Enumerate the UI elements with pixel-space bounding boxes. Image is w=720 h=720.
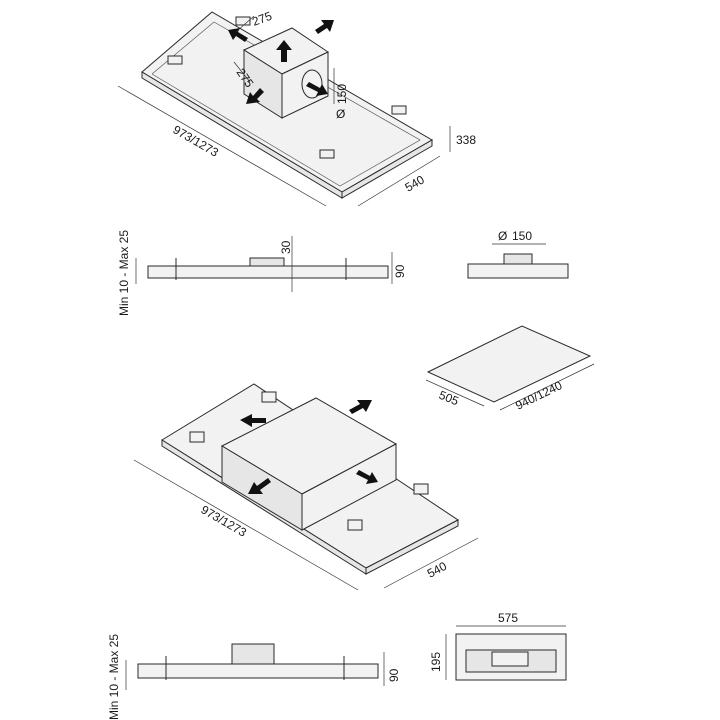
dim-height: 90 <box>393 264 407 278</box>
mounting-bracket <box>413 483 429 495</box>
dim-line <box>383 537 479 589</box>
hood-end-profile <box>467 263 569 279</box>
hood-side-profile <box>147 265 389 279</box>
dim-spigot-diameter: 150 <box>512 229 532 243</box>
dim-adjustment: Min 10 - Max 25 <box>107 634 121 720</box>
hood-side-profile <box>137 663 379 679</box>
housing-side <box>301 443 397 531</box>
dim-height: 195 <box>429 652 443 672</box>
cutout-plate <box>426 325 592 403</box>
dim-length: 973/1273 <box>199 502 250 539</box>
mounting-bracket <box>167 55 183 65</box>
dim-line <box>233 61 251 83</box>
dim-adjustment: Min 10 - Max 25 <box>117 230 131 316</box>
top-isometric-view: 275 275 150 Ø 338 973/1273 540 <box>117 9 476 207</box>
dim-height: 90 <box>387 668 401 682</box>
mounting-bracket <box>391 105 407 115</box>
dim-depth: 540 <box>403 172 428 194</box>
mounting-bracket <box>347 519 363 531</box>
airflow-arrow-icon <box>349 400 372 414</box>
dim-line <box>235 15 255 33</box>
dim-offset: 30 <box>279 240 293 254</box>
dim-cutout-depth: 505 <box>437 388 461 409</box>
dim-line <box>117 85 327 207</box>
dim-height: 338 <box>456 133 476 147</box>
dim-spigot-width: 275 <box>250 9 274 29</box>
airflow-arrow-icon <box>248 478 271 494</box>
spigot-end-profile <box>503 253 533 265</box>
airflow-arrow-icon <box>228 28 248 42</box>
mounting-bracket <box>235 16 251 26</box>
bottom-isometric-view: 973/1273 540 <box>133 383 479 591</box>
dim-line <box>133 459 359 591</box>
airflow-arrow-icon <box>306 82 328 96</box>
diameter-symbol: Ø <box>336 107 345 121</box>
ceiling-cutout: 505 940/1240 <box>425 325 595 413</box>
diameter-symbol: Ø <box>498 229 507 243</box>
motor-box-side <box>281 51 329 119</box>
dim-line <box>425 379 485 407</box>
dim-spigot-diameter: 150 <box>335 84 349 104</box>
end-view-a: Ø 150 <box>467 229 569 279</box>
mounting-bracket <box>189 431 205 443</box>
side-view-a: Min 10 - Max 25 30 90 <box>117 230 407 316</box>
motor-housing-profile <box>231 643 275 665</box>
end-view-b: 575 195 <box>429 611 567 681</box>
hood-side-edge <box>365 519 459 575</box>
airflow-arrow-icon <box>240 414 266 427</box>
hood-inner-rim <box>151 21 421 187</box>
dim-depth: 540 <box>425 559 450 581</box>
airflow-arrow-icon <box>315 20 334 34</box>
mounting-bracket <box>261 391 277 403</box>
dim-line <box>499 363 595 411</box>
mounting-bracket <box>319 149 335 159</box>
side-view-b: Min 10 - Max 25 90 <box>107 634 401 720</box>
motor-unit <box>491 651 529 667</box>
spigot-profile <box>249 257 285 267</box>
dim-width: 575 <box>498 611 518 625</box>
up-arrow-icon <box>276 40 292 62</box>
airflow-arrow-icon <box>356 470 378 484</box>
dim-line <box>357 155 441 207</box>
airflow-arrow-icon <box>246 88 264 104</box>
hood-side-edge <box>341 139 433 199</box>
